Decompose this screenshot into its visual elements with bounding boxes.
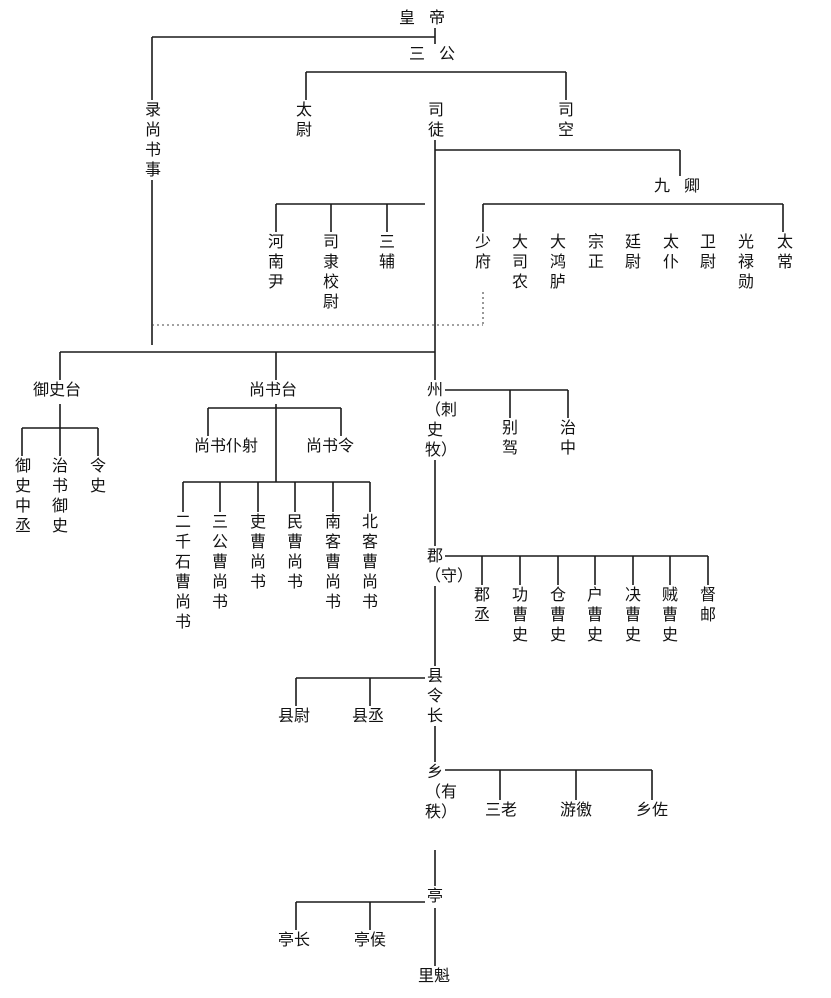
node-shangshuling: 尚书令 — [306, 436, 355, 456]
node-jun: 郡（守） — [425, 546, 474, 586]
node-taiwei: 太尉 — [294, 100, 314, 140]
node-jiuqing: 九卿 — [654, 176, 715, 196]
node-taipu: 太仆 — [661, 232, 681, 272]
node-zeicaoshi: 贼曹史 — [660, 585, 680, 645]
node-likui: 里魁 — [418, 966, 451, 986]
node-sanlao: 三老 — [485, 800, 518, 820]
node-juncheng: 郡丞 — [472, 585, 492, 625]
node-yushitai: 御史台 — [33, 380, 82, 400]
node-nankecao: 南客曹尚书 — [323, 512, 343, 612]
node-dahonglu: 大鸿胪 — [548, 232, 568, 292]
node-tingwei: 廷尉 — [623, 232, 643, 272]
node-youjiao: 游徼 — [560, 800, 593, 820]
node-hucaoshi: 户曹史 — [585, 585, 605, 645]
node-tingzhang: 亭长 — [278, 930, 311, 950]
node-xiancheng: 县丞 — [352, 706, 385, 726]
node-erqianshi: 二千石曹尚书 — [173, 512, 193, 632]
node-lingshi: 令史 — [88, 456, 108, 496]
node-taichang: 太常 — [775, 232, 795, 272]
node-zhizhong: 治中 — [558, 418, 578, 458]
node-beikecao: 北客曹尚书 — [360, 512, 380, 612]
node-sangong: 三公 — [409, 44, 470, 64]
node-xianwei: 县尉 — [278, 706, 311, 726]
node-shaofu: 少府 — [473, 232, 493, 272]
node-sanfu: 三辅 — [377, 232, 397, 272]
node-sangongcao: 三公曹尚书 — [210, 512, 230, 612]
node-minbucao: 民曹尚书 — [285, 512, 305, 592]
node-lushang: 录尚书事 — [143, 100, 163, 180]
node-ting: 亭 — [427, 886, 444, 906]
node-guangluxun: 光禄勋 — [736, 232, 756, 292]
node-cangcaoshi: 仓曹史 — [548, 585, 568, 645]
node-zhishuyushi: 治书御史 — [50, 456, 70, 536]
node-emperor: 皇帝 — [399, 8, 460, 28]
node-xiangzuo: 乡佐 — [636, 800, 669, 820]
node-weiwei: 卫尉 — [698, 232, 718, 272]
node-gongcaoshi: 功曹史 — [510, 585, 530, 645]
node-xian: 县令长 — [425, 666, 445, 726]
node-zhou: 州（刺史牧） — [425, 380, 458, 460]
node-duyou: 督邮 — [698, 585, 718, 625]
node-tinghou: 亭侯 — [354, 930, 387, 950]
node-henanyin: 河南尹 — [266, 232, 286, 292]
node-shangshutai: 尚书台 — [249, 380, 298, 400]
node-xiang: 乡（有秩） — [425, 762, 458, 822]
node-zongzheng: 宗正 — [586, 232, 606, 272]
node-juecaoshi: 决曹史 — [623, 585, 643, 645]
node-shangshupuye: 尚书仆射 — [194, 436, 259, 456]
node-yushizhongcheng: 御史中丞 — [13, 456, 33, 536]
node-libucao: 吏曹尚书 — [248, 512, 268, 592]
node-situ: 司徒 — [426, 100, 446, 140]
node-dasinong: 大司农 — [510, 232, 530, 292]
node-sikong: 司空 — [556, 100, 576, 140]
node-silixiaowei: 司隶校尉 — [321, 232, 341, 312]
node-biejia: 别驾 — [500, 418, 520, 458]
